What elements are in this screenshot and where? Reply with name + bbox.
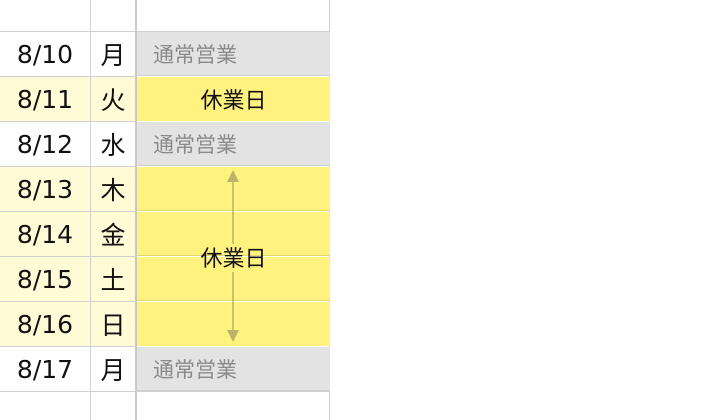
table-row: 8/11 火 休業日 — [0, 77, 330, 121]
weekday-cell: 土 — [91, 257, 135, 301]
grid-line — [0, 346, 137, 347]
date-cell: 8/17 — [16, 354, 74, 384]
status-cell: 休業日 — [137, 77, 330, 121]
date-cell: 8/15 — [0, 257, 90, 301]
date-cell: 8/12 — [16, 129, 74, 159]
grid-line-date — [90, 0, 91, 420]
grid-line — [0, 301, 137, 302]
weekday-cell: 月 — [100, 41, 126, 70]
status-cell: 通常営業 — [137, 122, 330, 166]
double-arrow-icon — [227, 170, 239, 342]
grid-line-top — [0, 31, 330, 32]
table-row: 8/14 金 — [0, 212, 330, 256]
grid-line — [0, 166, 137, 167]
grid-line — [0, 121, 137, 122]
status-cell: 通常営業 — [137, 347, 330, 391]
calendar-table: 8/10 月 通常営業 8/11 火 休業日 8/12 水 通常営業 8/13 … — [0, 0, 330, 420]
table-row: 8/13 木 — [0, 167, 330, 211]
table-row: 8/10 月 通常営業 — [0, 32, 330, 76]
grid-line — [0, 76, 137, 77]
weekday-cell: 金 — [91, 212, 135, 256]
table-row: 8/15 土 — [0, 257, 330, 301]
grid-line — [0, 256, 137, 257]
grid-line-dow — [135, 0, 137, 420]
date-cell: 8/14 — [0, 212, 90, 256]
date-cell: 8/16 — [0, 302, 90, 346]
table-row: 8/12 水 通常営業 — [0, 122, 330, 166]
table-row: 8/17 月 通常営業 — [0, 347, 330, 391]
status-cell: 通常営業 — [137, 32, 330, 76]
grid-line-bottom — [0, 391, 330, 392]
weekday-cell: 火 — [91, 77, 135, 121]
date-cell: 8/10 — [16, 39, 74, 69]
grid-line — [0, 211, 137, 212]
table-row: 8/16 日 — [0, 302, 330, 346]
date-cell: 8/13 — [0, 167, 90, 211]
weekday-cell: 水 — [100, 131, 126, 160]
weekday-cell: 日 — [91, 302, 135, 346]
weekday-cell: 月 — [100, 356, 126, 385]
weekday-cell: 木 — [91, 167, 135, 211]
date-cell: 8/11 — [0, 77, 90, 121]
